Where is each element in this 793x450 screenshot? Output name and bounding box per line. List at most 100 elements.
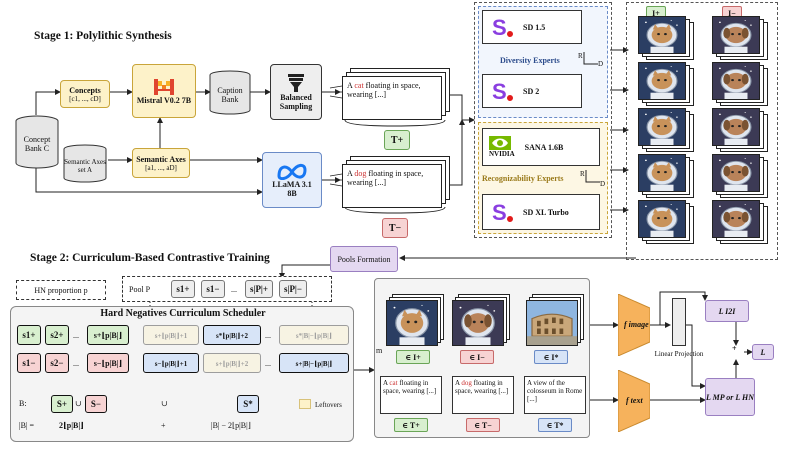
loss-plus: + [732, 344, 737, 353]
batch-image [386, 300, 438, 346]
pos-cell: s+⌊p|B|⌋ [87, 325, 129, 345]
pool-ellipsis: ... [231, 285, 237, 294]
txt-pos-prefix: A [383, 379, 388, 387]
t-plus-badge: T+ [384, 130, 410, 150]
sd2-label: SD 2 [523, 86, 540, 96]
b-size-label: |B| = [19, 421, 35, 430]
concept-bank-cylinder: Concept Bank C [14, 115, 60, 169]
star-cell: s*⌊p|B|⌋+2 [203, 325, 261, 345]
neg-caption-word: dog [354, 169, 367, 178]
generated-images-panel [626, 2, 778, 260]
mistral-label: Mistral V0.2 7B [136, 95, 192, 105]
loss-total: L [752, 344, 774, 360]
neg-cell: s−⌊p|B|⌋ [87, 353, 129, 373]
union-symbol-2: ∪ [161, 399, 168, 408]
neg-cell: s2− [45, 353, 69, 373]
pos-ellipsis: ... [73, 331, 79, 340]
text-encoder-trapezoid [618, 370, 650, 432]
stability-logo-icon: S [492, 79, 513, 103]
database-icon [209, 70, 251, 115]
sana-box: NVIDIA SANA 1.6B [482, 128, 600, 166]
stability-logo-icon: S [492, 15, 513, 39]
leftover-cell: s+⌊p|B|⌋+1 [143, 325, 199, 345]
size-plus: + [161, 421, 166, 430]
text-star: A view of the colosseum in Rome [...] [524, 376, 586, 414]
generated-image [638, 16, 686, 54]
sdxl-label: SD XL Turbo [523, 207, 569, 217]
generated-image [638, 108, 686, 146]
s-minus-chip: S− [85, 395, 107, 413]
stability-logo-icon: S [492, 200, 513, 224]
stage1-title: Stage 1: Polylithic Synthesis [34, 30, 172, 42]
txt-neg-word: dog [461, 379, 472, 387]
hn-proportion-box: HN proportion p [16, 280, 106, 300]
llama-box: LLaMA 3.1 8B [262, 152, 322, 208]
linear-projection-box [672, 298, 686, 346]
concept-bank-label: Concept Bank C [23, 135, 51, 153]
positive-caption: A cat floating in space, wearing [...] [342, 76, 442, 120]
svg-text:S: S [492, 79, 507, 103]
scheduler-panel: Hard Negatives Curriculum Scheduler s1+ … [10, 306, 354, 442]
axis-d-label: D [598, 60, 604, 68]
generated-image [712, 16, 760, 54]
database-icon [15, 115, 59, 169]
pool-cell: s|P|− [279, 280, 307, 298]
tag-i-star: ∈ I* [534, 350, 568, 364]
star-cell: s−⌊p|B|⌋+1 [143, 353, 199, 373]
axis-icon [585, 170, 600, 183]
tag-i-plus: ∈ I+ [396, 350, 430, 364]
svg-text:S: S [492, 200, 507, 224]
mid-ellipsis: ... [265, 359, 271, 368]
funnel-icon [288, 74, 304, 92]
neg-ellipsis: ... [73, 359, 79, 368]
image-encoder-trapezoid [618, 294, 650, 356]
concepts-box: Concepts [c1, ..., cD] [60, 80, 110, 108]
size-right: |B| − 2⌊p|B|⌋ [211, 421, 251, 430]
text-negative: A dog floating in space, wearing [...] [452, 376, 514, 414]
generated-image [712, 62, 760, 100]
semantic-axes-formula: [a1, ..., aD] [145, 163, 177, 172]
txt-neg-prefix: A [455, 379, 460, 387]
balanced-sampling-label: Balanced Sampling [279, 93, 313, 111]
pool-cell: s|P|+ [245, 280, 273, 298]
pools-formation-box: Pools Formation [330, 246, 398, 272]
stage2-title: Stage 2: Curriculum-Based Contrastive Tr… [30, 252, 270, 264]
pos-cell: s1+ [17, 325, 41, 345]
leftover-cell: s*|B|−⌊p|B|⌋ [279, 325, 349, 345]
pos-cell: s2+ [45, 325, 69, 345]
tag-t-star: ∈ T* [538, 418, 572, 432]
nvidia-eye-icon [489, 136, 511, 150]
nvidia-label: NVIDIA [489, 150, 515, 158]
experts-panel [474, 2, 612, 238]
axis-r-label-2: R [580, 170, 585, 178]
loss-mp-hn: L MP or L HN [705, 378, 755, 416]
semantic-axes-set-cylinder: Semantic Axes set A [62, 144, 108, 184]
tag-i-minus: ∈ I− [460, 350, 494, 364]
nvidia-logo: NVIDIA [489, 136, 515, 158]
sdxl-box: S SD XL Turbo [482, 194, 600, 230]
concepts-title: Concepts [69, 85, 101, 95]
b-label: B: [19, 399, 27, 408]
sd2-box: S SD 2 [482, 74, 582, 108]
pool-cell: s1− [201, 280, 225, 298]
caption-bank-label: Caption Bank [217, 86, 243, 104]
f-text-label: f text [626, 396, 643, 405]
semantic-axes-title: Semantic Axes [136, 154, 186, 164]
svg-text:S: S [492, 15, 507, 39]
axis-icon [583, 52, 598, 65]
neg-caption-rest: floating in space, wearing [...] [347, 169, 424, 187]
size-left: 2⌊p|B|⌋ [59, 421, 84, 430]
llama-label: LLaMA 3.1 8B [272, 180, 312, 198]
concepts-formula: [c1, ..., cD] [69, 94, 101, 103]
balanced-sampling-box: Balanced Sampling [270, 64, 322, 120]
axis-r-label: R [578, 52, 583, 60]
meta-logo-icon [277, 163, 307, 180]
neg-caption-prefix: A [347, 169, 353, 178]
m-label: m [376, 346, 383, 355]
loss-i2i: L I2I [705, 300, 749, 322]
pos-caption-word: cat [354, 81, 364, 90]
tag-t-minus: ∈ T− [466, 418, 500, 432]
pool-cell: s1+ [171, 280, 195, 298]
s-star-chip: S* [237, 395, 259, 413]
leftovers-label: Leftovers [315, 401, 342, 409]
